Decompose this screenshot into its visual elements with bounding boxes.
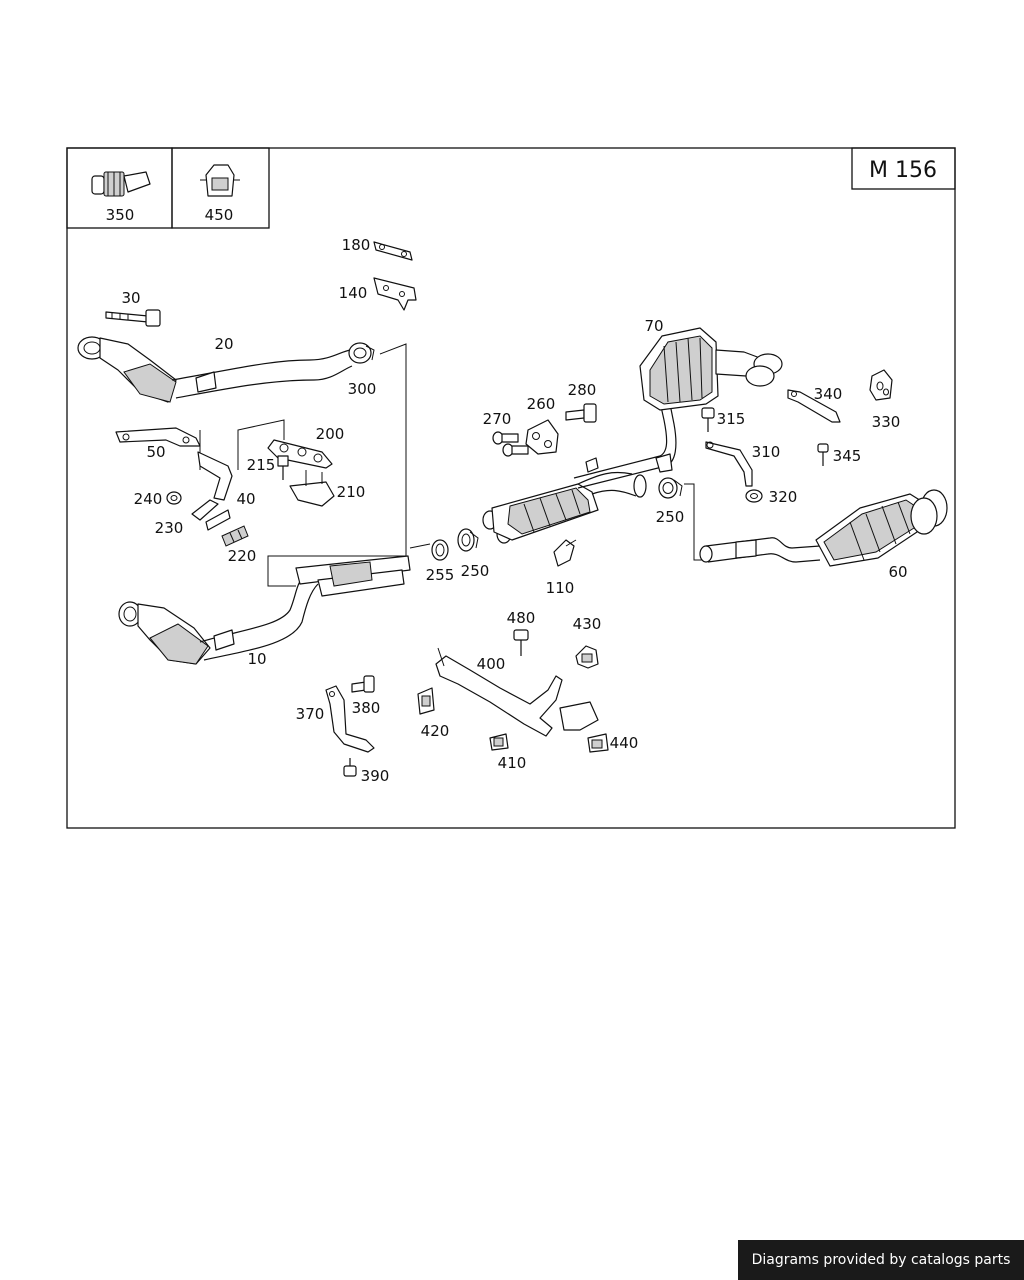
part-label-250-left: 250 [461, 562, 490, 580]
bolt-315-drawing [701, 407, 715, 432]
bracket-340-drawing [787, 389, 841, 423]
clamp-300-drawing [348, 342, 375, 364]
part-label-200: 200 [316, 425, 345, 443]
part-label-340: 340 [814, 385, 843, 403]
leader-40 [237, 419, 285, 470]
diagram-frame [66, 147, 956, 829]
leader-300 [267, 343, 407, 587]
washer-240-drawing [166, 491, 182, 505]
clip-440-drawing [587, 733, 609, 753]
rear-muffler-70-drawing [639, 327, 783, 411]
rubber-mount-330-drawing [869, 369, 893, 401]
bolt-280-drawing [565, 403, 597, 423]
part-label-330: 330 [872, 413, 901, 431]
leader-255 [409, 543, 431, 549]
part-label-30: 30 [121, 289, 140, 307]
part-label-440: 440 [610, 734, 639, 752]
part-label-40: 40 [236, 490, 255, 508]
part-label-390: 390 [361, 767, 390, 785]
ring-255-drawing [431, 539, 449, 561]
part-label-220: 220 [228, 547, 257, 565]
inset-box-450 [171, 147, 270, 229]
clip-410-drawing [489, 733, 509, 751]
bolts-270-drawing [492, 431, 529, 457]
bolt-480-drawing [513, 629, 529, 656]
part-label-240: 240 [134, 490, 163, 508]
inset-label-450: 450 [205, 206, 234, 224]
bracket-370-drawing [325, 685, 375, 753]
connecting-pipe-drawing [573, 401, 677, 489]
part-label-300: 300 [348, 380, 377, 398]
leader-250-right [684, 483, 702, 561]
center-muffler-drawing [482, 471, 647, 544]
bracket-180-drawing [373, 241, 413, 261]
part-label-270: 270 [483, 410, 512, 428]
bracket-50-drawing [115, 427, 201, 447]
part-label-255: 255 [426, 566, 455, 584]
part-label-60: 60 [888, 563, 907, 581]
bolt-345-drawing [817, 443, 829, 466]
part-label-480: 480 [507, 609, 536, 627]
part-label-230: 230 [155, 519, 184, 537]
part-label-320: 320 [769, 488, 798, 506]
clip-220-drawing [221, 525, 249, 547]
bracket-310-drawing [705, 441, 753, 487]
part-label-345: 345 [833, 447, 862, 465]
nut-320-drawing [745, 489, 763, 503]
catalyst-pipe-10-drawing [118, 555, 411, 665]
bolt-30-drawing [105, 309, 161, 327]
part-label-370: 370 [296, 705, 325, 723]
engine-code: M 156 [869, 158, 937, 183]
credit-banner: Diagrams provided by catalogs parts [738, 1240, 1024, 1280]
part-label-210: 210 [337, 483, 366, 501]
part-label-260: 260 [527, 395, 556, 413]
hanger-210-drawing [289, 470, 335, 507]
oxygen-sensor-drawing [91, 171, 151, 197]
part-label-140: 140 [339, 284, 368, 302]
hanger-110-drawing [553, 539, 577, 567]
part-label-310: 310 [752, 443, 781, 461]
part-label-110: 110 [546, 579, 575, 597]
rear-muffler-60-drawing [699, 489, 948, 567]
clip-420-drawing [417, 687, 435, 715]
bolt-380-drawing [351, 675, 375, 693]
bracket-400-drawing [435, 647, 599, 737]
part-label-20: 20 [214, 335, 233, 353]
clamp-250-right-drawing [658, 477, 683, 499]
bolt-390-drawing [343, 758, 357, 777]
part-label-410: 410 [498, 754, 527, 772]
clamp-250-left-drawing [457, 528, 479, 552]
rubber-mount-260-drawing [525, 419, 559, 455]
part-label-380: 380 [352, 699, 381, 717]
clip-230-drawing [191, 499, 231, 531]
part-label-215: 215 [247, 456, 276, 474]
flange-200-drawing [267, 439, 333, 469]
part-label-50: 50 [146, 443, 165, 461]
part-label-180: 180 [342, 236, 371, 254]
engine-code-box [851, 147, 956, 190]
part-label-250-right: 250 [656, 508, 685, 526]
part-label-280: 280 [568, 381, 597, 399]
part-label-315: 315 [717, 410, 746, 428]
bracket-140-drawing [373, 277, 417, 311]
clamp-430-drawing [575, 645, 599, 669]
bracket-40-drawing [197, 451, 233, 501]
bolt-215-drawing [277, 455, 289, 480]
inset-label-350: 350 [106, 206, 135, 224]
part-label-70: 70 [644, 317, 663, 335]
part-label-10: 10 [247, 650, 266, 668]
part-label-400: 400 [477, 655, 506, 673]
catalyst-pipe-20-drawing [77, 336, 353, 403]
clamp-450-drawing [200, 164, 240, 197]
part-label-430: 430 [573, 615, 602, 633]
part-label-420: 420 [421, 722, 450, 740]
